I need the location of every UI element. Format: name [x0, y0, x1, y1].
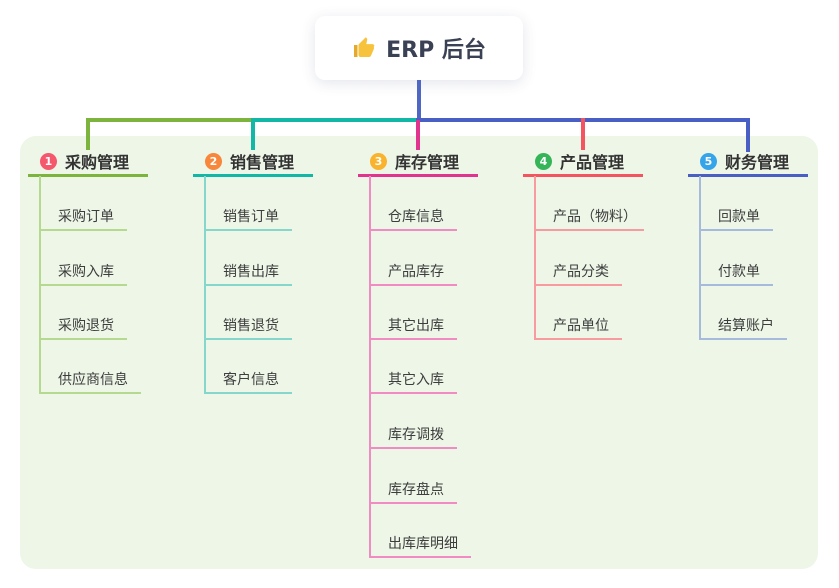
connector-root-stub: [417, 80, 421, 120]
child-underline: [204, 338, 292, 340]
branch-underline: [28, 174, 148, 177]
child-underline: [369, 447, 457, 449]
thumbs-up-icon: [354, 37, 375, 57]
badge-1: 1: [40, 152, 57, 170]
connector-drop-finance: [746, 118, 750, 152]
child-node[interactable]: 其它出库: [388, 318, 444, 334]
child-underline: [204, 284, 292, 286]
child-node[interactable]: 采购入库: [58, 264, 114, 280]
child-node[interactable]: 销售出库: [223, 264, 279, 280]
branch-node-purchase[interactable]: 1 采购管理: [28, 148, 148, 174]
branch-title: 产品管理: [560, 153, 625, 172]
badge-3: 3: [370, 152, 387, 170]
child-node[interactable]: 产品（物料）: [553, 209, 637, 225]
child-underline: [369, 502, 457, 504]
child-node[interactable]: 结算账户: [718, 318, 774, 334]
child-underline: [369, 338, 457, 340]
badge-2: 2: [205, 152, 222, 170]
child-underline: [699, 229, 773, 231]
child-underline: [699, 284, 773, 286]
child-underline: [204, 229, 292, 231]
child-node[interactable]: 其它入库: [388, 372, 444, 388]
badge-4: 4: [535, 152, 552, 170]
branch-underline: [523, 174, 643, 177]
child-node[interactable]: 库存盘点: [388, 482, 444, 498]
branch-node-sales[interactable]: 2 销售管理: [193, 148, 313, 174]
child-underline: [369, 229, 457, 231]
branch-title: 库存管理: [395, 153, 460, 172]
child-connector-line: [699, 176, 701, 340]
child-node[interactable]: 产品库存: [388, 264, 444, 280]
child-underline: [699, 338, 787, 340]
badge-5: 5: [700, 152, 717, 170]
branch-node-inventory[interactable]: 3 库存管理: [358, 148, 478, 174]
child-underline: [534, 284, 622, 286]
branch-title: 销售管理: [230, 153, 295, 172]
branch-title: 财务管理: [725, 153, 790, 172]
child-underline: [39, 229, 127, 231]
child-node[interactable]: 产品分类: [553, 264, 609, 280]
root-node-label: ERP 后台: [386, 38, 486, 63]
child-node[interactable]: 供应商信息: [58, 372, 128, 388]
connector-drop-inventory: [416, 120, 420, 150]
child-node[interactable]: 出库库明细: [388, 536, 458, 552]
child-node[interactable]: 采购订单: [58, 209, 114, 225]
branch-underline: [358, 174, 478, 177]
child-underline: [534, 338, 622, 340]
connector-drop-sales: [251, 118, 255, 150]
child-node[interactable]: 销售订单: [223, 209, 279, 225]
child-node[interactable]: 采购退货: [58, 318, 114, 334]
branch-node-finance[interactable]: 5 财务管理: [688, 148, 808, 174]
child-connector-line: [534, 176, 536, 340]
connector-drop-product: [581, 118, 585, 150]
child-underline: [39, 284, 127, 286]
branch-node-product[interactable]: 4 产品管理: [523, 148, 643, 174]
child-node[interactable]: 仓库信息: [388, 209, 444, 225]
child-underline: [369, 392, 457, 394]
child-underline: [39, 338, 127, 340]
connector-drop-purchase: [86, 118, 90, 150]
connector-horizontal-green: [86, 118, 253, 122]
child-underline: [39, 392, 141, 394]
child-underline: [369, 556, 471, 558]
connector-horizontal-teal: [251, 118, 418, 122]
child-underline: [204, 392, 292, 394]
root-node[interactable]: ERP 后台: [315, 16, 523, 80]
child-node[interactable]: 客户信息: [223, 372, 279, 388]
child-node[interactable]: 库存调拨: [388, 427, 444, 443]
child-node[interactable]: 付款单: [718, 264, 760, 280]
branch-title: 采购管理: [65, 153, 130, 172]
child-node[interactable]: 销售退货: [223, 318, 279, 334]
branch-underline: [688, 174, 808, 177]
child-underline: [369, 284, 457, 286]
child-node[interactable]: 回款单: [718, 209, 760, 225]
canvas-panel: [20, 136, 818, 569]
child-connector-line: [369, 176, 371, 558]
child-underline: [534, 229, 644, 231]
child-node[interactable]: 产品单位: [553, 318, 609, 334]
branch-underline: [193, 174, 313, 177]
